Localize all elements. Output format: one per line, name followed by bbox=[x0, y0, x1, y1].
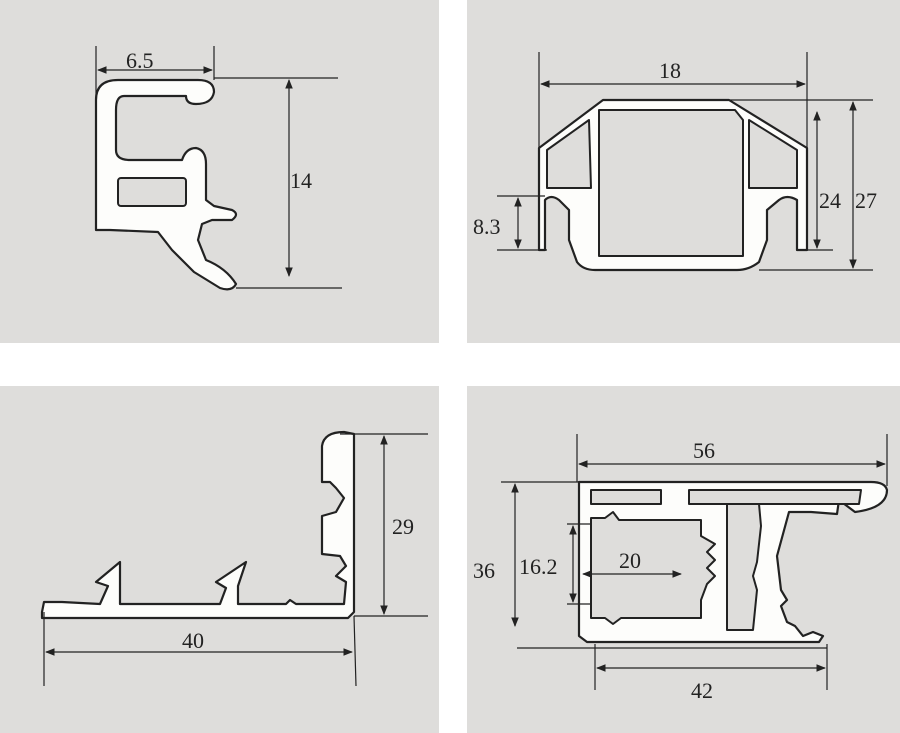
profile-chamber-left bbox=[546, 119, 592, 189]
profile-drawing-3 bbox=[40, 430, 428, 687]
dimension-label: 20 bbox=[619, 548, 641, 573]
dimension-label: 16.2 bbox=[519, 554, 558, 579]
profile-chamber-top-right bbox=[688, 489, 862, 505]
profile-chamber-mid bbox=[726, 503, 762, 631]
profile-drawing-2 bbox=[497, 52, 873, 272]
dimension-label: 27 bbox=[855, 188, 877, 213]
dimension-label: 36 bbox=[473, 558, 495, 583]
dimension-label: 40 bbox=[182, 628, 204, 653]
profile-chamber-center bbox=[598, 109, 744, 257]
profile-chamber-inner bbox=[590, 511, 716, 625]
dimension-label: 56 bbox=[693, 438, 715, 463]
profile-panel-4: 56 36 16.2 20 42 bbox=[467, 386, 900, 733]
dimension-label: 24 bbox=[819, 188, 841, 213]
dimension-label: 42 bbox=[691, 678, 713, 703]
profile-panel-1: 6.5 14 bbox=[0, 0, 439, 343]
dimension-label: 29 bbox=[392, 514, 414, 539]
dimension-label: 8.3 bbox=[473, 214, 501, 239]
profile-drawing-4 bbox=[501, 434, 889, 690]
dimension-label: 6.5 bbox=[126, 48, 154, 73]
profile-drawing-1 bbox=[94, 46, 342, 291]
profile-panel-3: 29 40 bbox=[0, 386, 439, 733]
profile-chamber-top bbox=[590, 489, 662, 505]
profile-shape-3 bbox=[40, 430, 356, 620]
dimension-label: 14 bbox=[290, 168, 312, 193]
profile-chamber-1 bbox=[117, 177, 187, 207]
profile-panel-2: 18 8.3 24 27 bbox=[467, 0, 900, 343]
dimension-label: 18 bbox=[659, 58, 681, 83]
profile-chamber-right bbox=[748, 119, 798, 189]
